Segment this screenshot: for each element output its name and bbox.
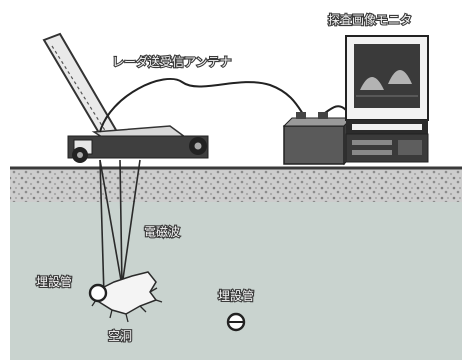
control-unit [282, 112, 354, 166]
cavity [91, 271, 163, 323]
road-surface-layer [10, 168, 462, 202]
signal-cable [99, 77, 306, 133]
electromagnetic-wave-rays [99, 159, 141, 297]
label-cavity: 空洞 [108, 329, 132, 343]
label-electromagnetic-wave: 電磁波 [144, 224, 180, 239]
monitor-screen [354, 44, 420, 108]
soil-layer [10, 202, 462, 360]
label-radar-antenna: レーダ送受信アンテナ [112, 54, 232, 69]
label-buried-pipe-left: 埋設管 [36, 274, 72, 289]
buried-pipe-left [88, 283, 108, 303]
radar-antenna-cart [42, 32, 209, 163]
image-monitor [345, 35, 429, 163]
cart-body [67, 135, 209, 159]
cart-handle [42, 32, 118, 140]
label-buried-pipe-right: 埋設管 [218, 288, 254, 303]
label-image-monitor: 探査画像モニタ [328, 13, 412, 27]
buried-pipe-right [226, 312, 246, 332]
